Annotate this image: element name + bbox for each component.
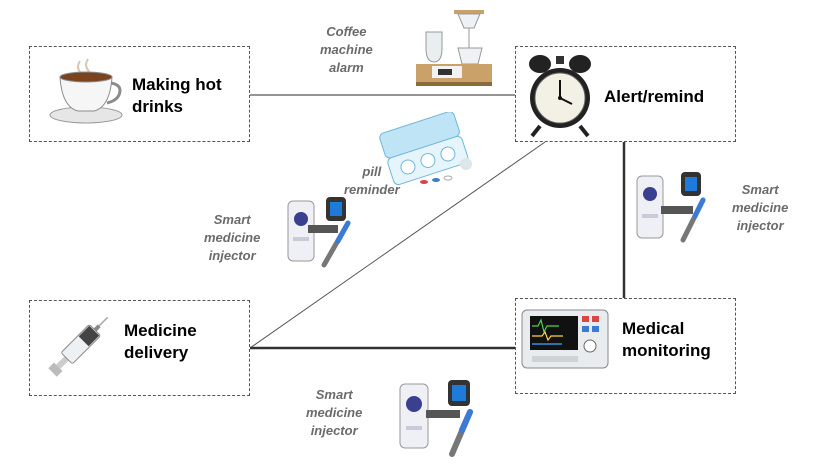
coffee-cup-icon xyxy=(49,58,123,124)
link-delivery-alert xyxy=(249,141,546,349)
coffee-machine-alarm-caption: Coffee machine alarm xyxy=(320,24,373,75)
pill-reminder-caption: pill reminder xyxy=(344,164,400,197)
smart-injector-bottom-caption: Smart medicine injector xyxy=(306,387,363,438)
coffee-machine-icon xyxy=(416,10,492,86)
node-medicine-delivery-label: Medicine delivery xyxy=(124,321,197,362)
pill-box-icon xyxy=(379,112,472,186)
smart-injector-right-caption: Smart medicine injector xyxy=(732,182,789,233)
node-alert-label: Alert/remind xyxy=(604,87,705,106)
smart-injector-icon xyxy=(287,197,351,268)
smart-injector-icon xyxy=(636,172,706,243)
node-hot-drinks-label: Making hot drinks xyxy=(132,75,222,116)
smart-injector-left-caption: Smart medicine injector xyxy=(204,212,261,263)
patient-monitor-icon xyxy=(521,309,609,369)
smart-injector-icon xyxy=(399,380,473,457)
node-monitoring-label: Medical monitoring xyxy=(622,319,711,360)
syringe-icon xyxy=(48,316,109,377)
alarm-clock-icon xyxy=(529,55,591,138)
